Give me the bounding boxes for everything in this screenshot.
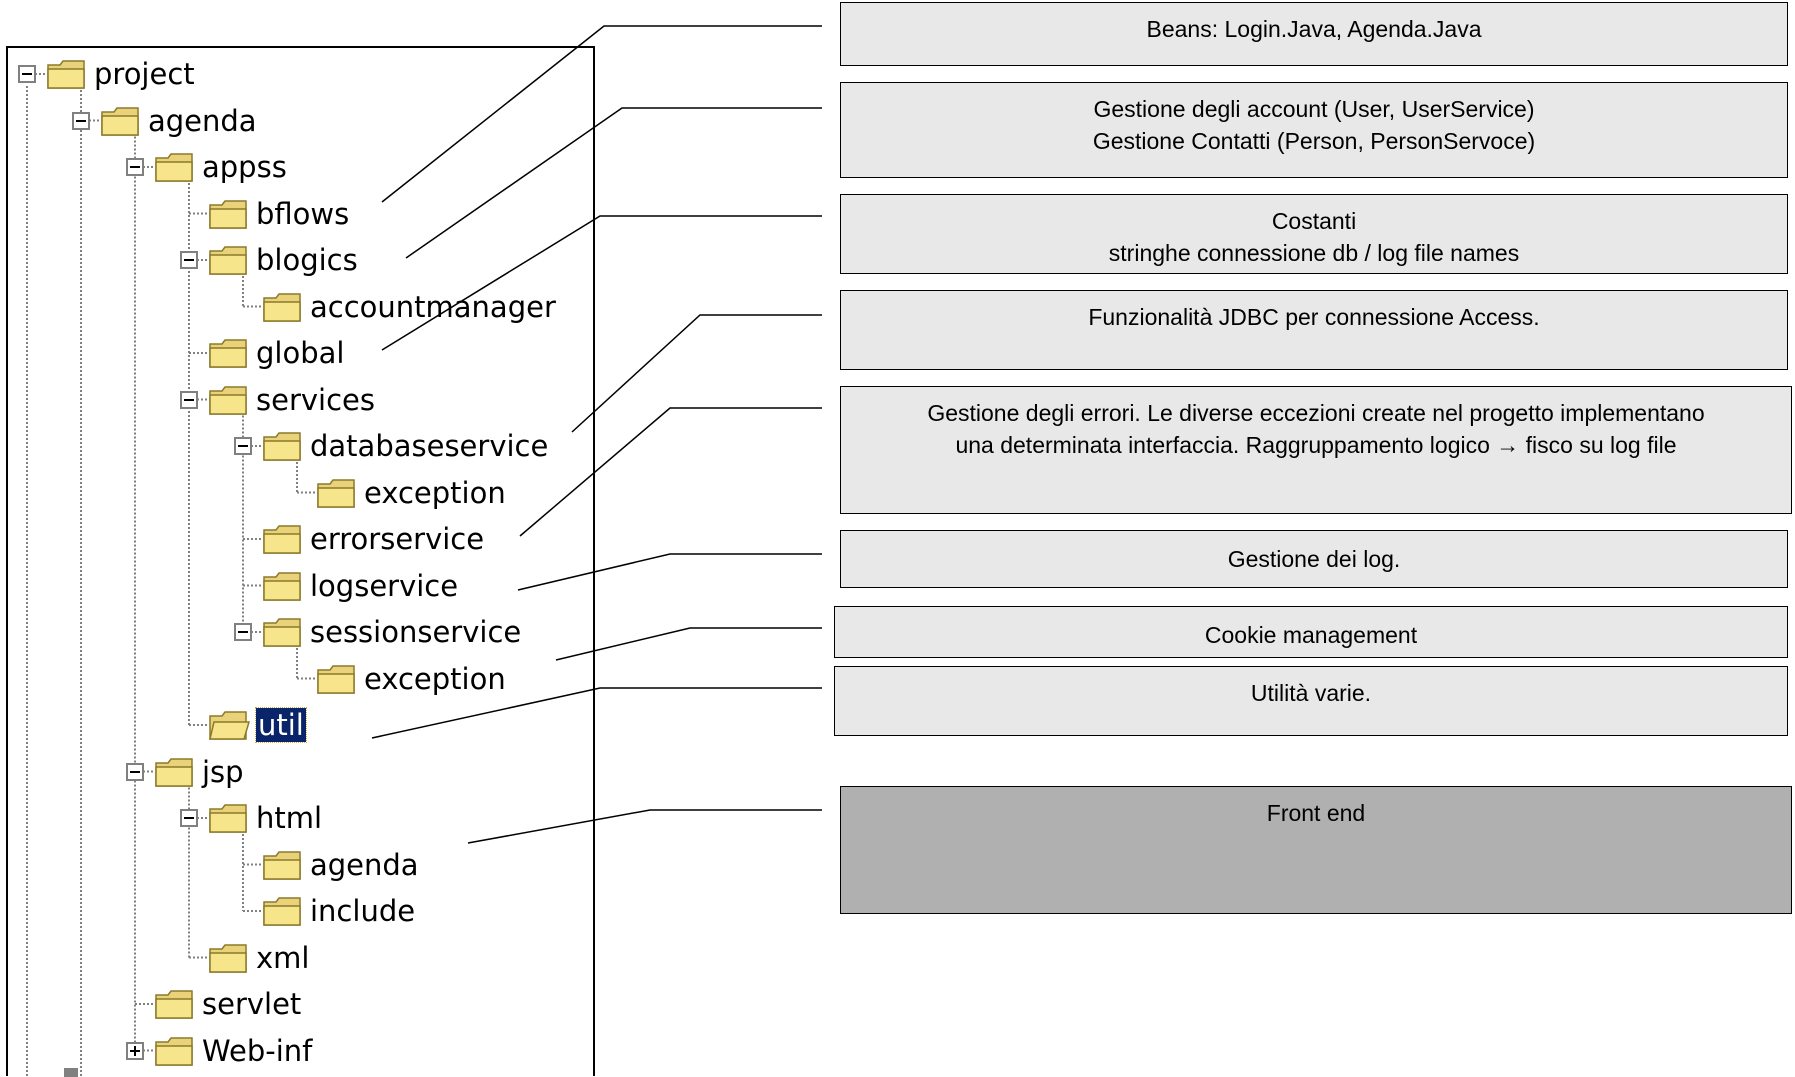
callout-text: Front end xyxy=(1266,800,1366,826)
callout-text: Gestione degli account (User, UserServic… xyxy=(1093,96,1535,122)
folder-icon[interactable] xyxy=(208,197,250,231)
collapse-toggle[interactable] xyxy=(126,158,144,176)
folder-icon[interactable] xyxy=(262,522,304,556)
tree-node-appss[interactable]: appss xyxy=(202,150,287,184)
expand-toggle[interactable] xyxy=(126,1041,144,1060)
callout-beans: Beans: Login.Java, Agenda.Java xyxy=(840,2,1788,66)
folder-icon[interactable] xyxy=(154,987,196,1021)
folder-icon[interactable] xyxy=(262,894,304,928)
callout-costanti: Costanti stringhe connessione db / log fi… xyxy=(840,194,1788,274)
folder-icon[interactable] xyxy=(262,569,304,603)
callout-text: una determinata interfaccia. Raggruppame… xyxy=(955,432,1677,458)
collapse-toggle[interactable] xyxy=(234,437,252,455)
callout-text: Gestione Contatti (Person, PersonServoce… xyxy=(1092,128,1536,154)
folder-icon[interactable] xyxy=(316,476,358,510)
tree-connector-lines xyxy=(26,73,316,1076)
tree-node-databaseservice[interactable]: databaseservice xyxy=(310,429,549,463)
leader-line-utilita xyxy=(371,687,822,739)
collapse-toggle[interactable] xyxy=(234,623,252,641)
leader-line-jdbc xyxy=(571,314,822,433)
leader-line-cookie xyxy=(555,627,822,661)
collapse-toggle[interactable] xyxy=(180,809,198,827)
leader-line-log xyxy=(517,553,822,591)
callout-frontend: Front end xyxy=(840,786,1792,914)
folder-icon[interactable] xyxy=(100,104,142,138)
folder-icon[interactable] xyxy=(208,243,250,277)
collapse-toggle[interactable] xyxy=(18,65,36,83)
tree-node-errorservice[interactable]: errorservice xyxy=(310,522,485,556)
folder-icon[interactable] xyxy=(262,429,304,463)
leader-line-costanti xyxy=(381,215,822,351)
folder-icon[interactable] xyxy=(262,290,304,324)
callout-jdbc: Funzionalità JDBC per connessione Access… xyxy=(840,290,1788,370)
tree-node-jsp[interactable]: jsp xyxy=(202,754,244,789)
scrollbar-stub[interactable] xyxy=(64,1068,78,1077)
tree-node-services[interactable]: services xyxy=(256,382,375,417)
tree-node-xml[interactable]: xml xyxy=(256,940,310,975)
leader-line-frontend xyxy=(467,809,822,844)
collapse-toggle[interactable] xyxy=(180,251,198,269)
callout-text: Cookie management xyxy=(1204,622,1418,648)
folder-icon[interactable] xyxy=(208,801,250,835)
leader-line-account xyxy=(405,107,822,259)
folder-icon[interactable] xyxy=(262,615,304,649)
leader-line-beans xyxy=(381,25,822,203)
folder-icon[interactable] xyxy=(208,383,250,417)
callout-text: Beans: Login.Java, Agenda.Java xyxy=(1146,16,1482,42)
folder-icon[interactable] xyxy=(208,336,250,370)
folder-icon[interactable] xyxy=(316,662,358,696)
callout-text: Costanti xyxy=(1271,208,1357,234)
callout-log: Gestione dei log. xyxy=(840,530,1788,588)
callout-text: Gestione dei log. xyxy=(1227,546,1401,572)
collapse-toggle[interactable] xyxy=(126,762,144,781)
folder-icon[interactable] xyxy=(154,755,196,789)
callout-text: Funzionalità JDBC per connessione Access… xyxy=(1088,304,1540,330)
callout-text: Utilità varie. xyxy=(1250,680,1372,706)
collapse-toggle[interactable] xyxy=(180,390,198,409)
folder-icon[interactable] xyxy=(46,57,88,91)
folder-icon[interactable] xyxy=(262,848,304,882)
tree-node-agenda[interactable]: agenda xyxy=(148,103,257,138)
callout-utilita: Utilità varie. xyxy=(834,666,1788,736)
callout-text: Gestione degli errori. Le diverse eccezi… xyxy=(927,400,1705,426)
collapse-toggle[interactable] xyxy=(72,111,90,130)
leader-line-errori xyxy=(519,407,822,537)
tree-node-include[interactable]: include xyxy=(310,894,416,928)
tree-node-bflows[interactable]: bflows xyxy=(256,196,350,231)
tree-node-html[interactable]: html xyxy=(256,801,323,835)
tree-node-agenda-html[interactable]: agenda xyxy=(310,847,419,882)
folder-open-icon[interactable] xyxy=(208,708,251,742)
tree-node-exception-session[interactable]: exception xyxy=(364,661,506,696)
callout-cookie: Cookie management xyxy=(834,606,1788,658)
tree-node-blogics[interactable]: blogics xyxy=(256,243,358,277)
callout-errori: Gestione degli errori. Le diverse eccezi… xyxy=(840,386,1792,514)
tree-node-exception-db[interactable]: exception xyxy=(364,475,506,510)
callout-text: stringhe connessione db / log file names xyxy=(1108,240,1520,266)
folder-icon[interactable] xyxy=(208,941,250,975)
tree-node-web-inf[interactable]: Web-inf xyxy=(202,1033,313,1068)
tree-node-global[interactable]: global xyxy=(256,336,345,370)
folder-icon[interactable] xyxy=(154,1034,196,1068)
tree-node-servlet[interactable]: servlet xyxy=(202,987,302,1021)
folder-icon[interactable] xyxy=(154,150,196,184)
tree-node-sessionservice[interactable]: sessionservice xyxy=(310,615,522,649)
callout-account: Gestione degli account (User, UserServic… xyxy=(840,82,1788,178)
tree-node-logservice[interactable]: logservice xyxy=(310,568,459,603)
tree-node-project[interactable]: project xyxy=(94,57,195,91)
tree-node-util[interactable]: util xyxy=(255,707,307,743)
